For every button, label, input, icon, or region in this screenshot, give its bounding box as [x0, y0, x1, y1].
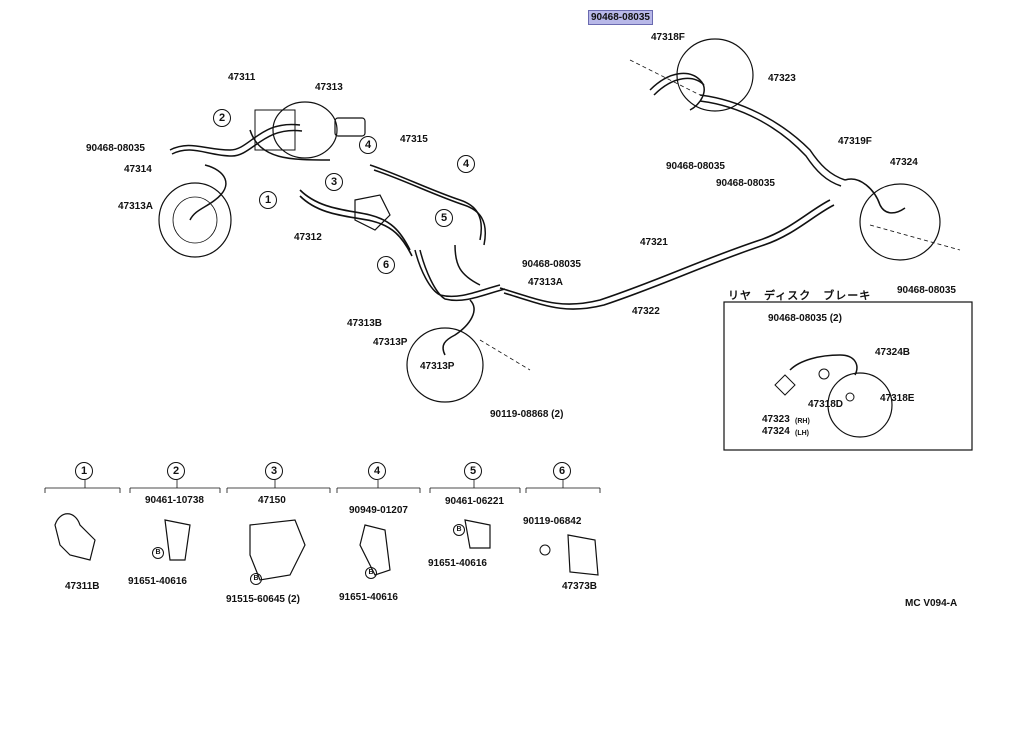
- part-label[interactable]: 90468-08035: [86, 143, 145, 154]
- detail-2-part: [164, 519, 191, 561]
- part-label[interactable]: 90461-06221: [445, 496, 504, 507]
- rear-left-disc: [676, 38, 754, 112]
- part-label[interactable]: 47323: [762, 414, 790, 425]
- rear-disc-brake-inset: [723, 301, 973, 451]
- proportioning-valve: [354, 194, 391, 231]
- bolt-marker: B: [250, 573, 262, 585]
- inset-title: リヤ ディスク ブレーキ: [728, 290, 872, 302]
- part-label[interactable]: 47323: [768, 73, 796, 84]
- part-label[interactable]: 91651-40616: [339, 592, 398, 603]
- bolt-marker: B: [365, 567, 377, 579]
- bolt-marker: B: [152, 547, 164, 559]
- detail-6-part: [567, 534, 599, 576]
- part-label[interactable]: 90119-08868 (2): [490, 409, 564, 420]
- part-label[interactable]: 90468-08035: [522, 259, 581, 270]
- diagram-code: MC V094-A: [905, 598, 958, 609]
- callout-circle: 3: [325, 173, 343, 191]
- part-label[interactable]: 47314: [124, 164, 152, 175]
- side-label: (LH): [795, 430, 809, 437]
- bolt-marker: B: [453, 524, 465, 536]
- callout-circle: 4: [359, 136, 377, 154]
- detail-2-callout: 2: [167, 462, 185, 480]
- part-label[interactable]: 47324B: [875, 347, 911, 358]
- right-front-disc: [406, 327, 484, 403]
- part-label[interactable]: 47322: [632, 306, 660, 317]
- detail-4-callout: 4: [368, 462, 386, 480]
- part-label[interactable]: 90468-08035: [897, 285, 956, 296]
- callout-circle: 1: [259, 191, 277, 209]
- part-label[interactable]: 47313P: [373, 337, 408, 348]
- part-label[interactable]: 90468-08035 (2): [768, 313, 842, 324]
- part-label[interactable]: 47315: [400, 134, 428, 145]
- part-label[interactable]: 47318D: [808, 399, 844, 410]
- detail-3-part: [249, 519, 306, 581]
- detail-3-callout: 3: [265, 462, 283, 480]
- detail-1-part: [54, 513, 96, 561]
- callout-circle: 4: [457, 155, 475, 173]
- part-label[interactable]: 91651-40616: [128, 576, 187, 587]
- left-front-disc: [158, 182, 232, 258]
- part-label[interactable]: 47313B: [347, 318, 383, 329]
- callout-circle: 6: [377, 256, 395, 274]
- part-label[interactable]: 47313A: [528, 277, 564, 288]
- part-label[interactable]: 47319F: [838, 136, 872, 147]
- part-label[interactable]: 90468-08035: [666, 161, 725, 172]
- part-label[interactable]: 47313A: [118, 201, 154, 212]
- part-label[interactable]: 47313: [315, 82, 343, 93]
- part-label[interactable]: 47318F: [651, 32, 685, 43]
- part-label[interactable]: 47313P: [420, 361, 455, 372]
- part-label[interactable]: 47150: [258, 495, 286, 506]
- detail-6-callout: 6: [553, 462, 571, 480]
- rear-right-disc: [859, 183, 941, 261]
- part-label[interactable]: 90468-08035: [716, 178, 775, 189]
- part-label[interactable]: 47311B: [65, 581, 100, 592]
- part-label[interactable]: 47321: [640, 237, 668, 248]
- part-label[interactable]: 47373B: [562, 581, 598, 592]
- part-label[interactable]: 47311: [228, 72, 256, 83]
- part-label[interactable]: 90949-01207: [349, 505, 408, 516]
- detail-5-part: [464, 519, 491, 549]
- detail-1-callout: 1: [75, 462, 93, 480]
- detail-4-part: [359, 524, 391, 576]
- callout-circle: 2: [213, 109, 231, 127]
- part-label[interactable]: 91515-60645 (2): [226, 594, 300, 605]
- part-label-highlighted[interactable]: 90468-08035: [588, 10, 653, 25]
- callout-circle: 5: [435, 209, 453, 227]
- part-label[interactable]: 47324: [890, 157, 918, 168]
- part-label[interactable]: 90461-10738: [145, 495, 204, 506]
- part-label[interactable]: 47312: [294, 232, 322, 243]
- master-cylinder: [272, 101, 338, 159]
- detail-5-callout: 5: [464, 462, 482, 480]
- part-label[interactable]: 47324: [762, 426, 790, 437]
- part-label[interactable]: 47318E: [880, 393, 915, 404]
- part-label[interactable]: 90119-06842: [523, 516, 582, 527]
- part-label[interactable]: 91651-40616: [428, 558, 487, 569]
- side-label: (RH): [795, 418, 810, 425]
